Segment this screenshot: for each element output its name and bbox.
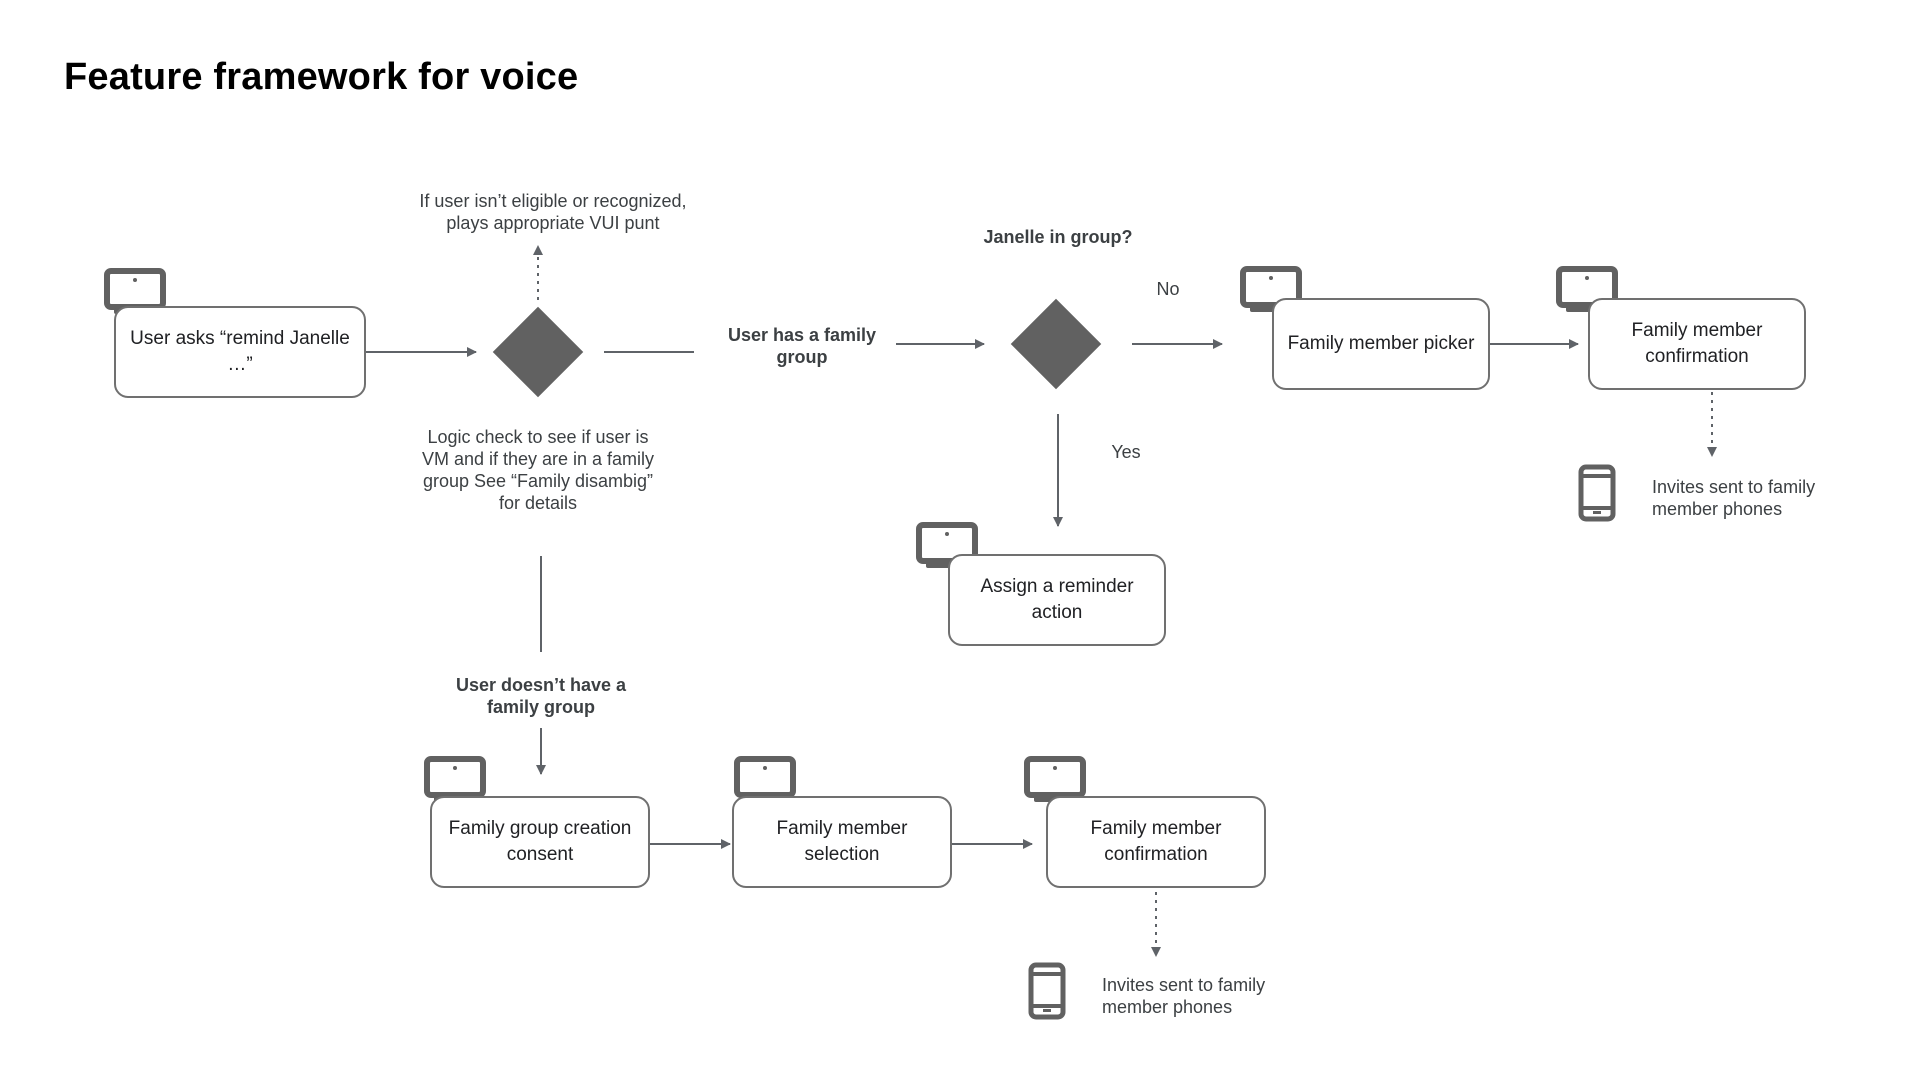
node-assign-label: Assign a reminder action (980, 576, 1134, 623)
node-family-member-selection: Family member selection (732, 796, 952, 888)
label-invites-top: Invites sent to family member phones (1652, 477, 1816, 519)
node-family-member-confirmation-top: Family member confirmation (1588, 298, 1806, 390)
label-no-group: User doesn’t have a family group (455, 675, 627, 717)
node-family-group-consent: Family group creation consent (430, 796, 650, 888)
node-assign-reminder: Assign a reminder action (948, 554, 1166, 646)
phone-icon (1028, 962, 1066, 1020)
node-consent-label: Family group creation consent (448, 818, 632, 865)
label-has-group: User has a family group (727, 325, 877, 367)
node-start-label: User asks “remind Janelle …” (130, 328, 350, 375)
label-punt: If user isn’t eligible or recognized, pl… (419, 191, 687, 233)
label-logic: Logic check to see if user is VM and if … (421, 427, 655, 513)
node-selection-label: Family member selection (776, 818, 908, 865)
label-janelle: Janelle in group? (983, 227, 1133, 247)
node-confirm-bottom-label: Family member confirmation (1090, 818, 1222, 865)
label-yes: Yes (1111, 442, 1141, 462)
node-start: User asks “remind Janelle …” (114, 306, 366, 398)
label-invites-bottom: Invites sent to family member phones (1102, 975, 1266, 1017)
label-no: No (1156, 279, 1180, 299)
page-title: Feature framework for voice (64, 56, 579, 98)
node-picker-label: Family member picker (1287, 333, 1475, 354)
node-family-member-picker: Family member picker (1272, 298, 1490, 390)
node-confirm-top-label: Family member confirmation (1631, 320, 1763, 367)
phone-icon (1578, 464, 1616, 522)
node-family-member-confirmation-bottom: Family member confirmation (1046, 796, 1266, 888)
